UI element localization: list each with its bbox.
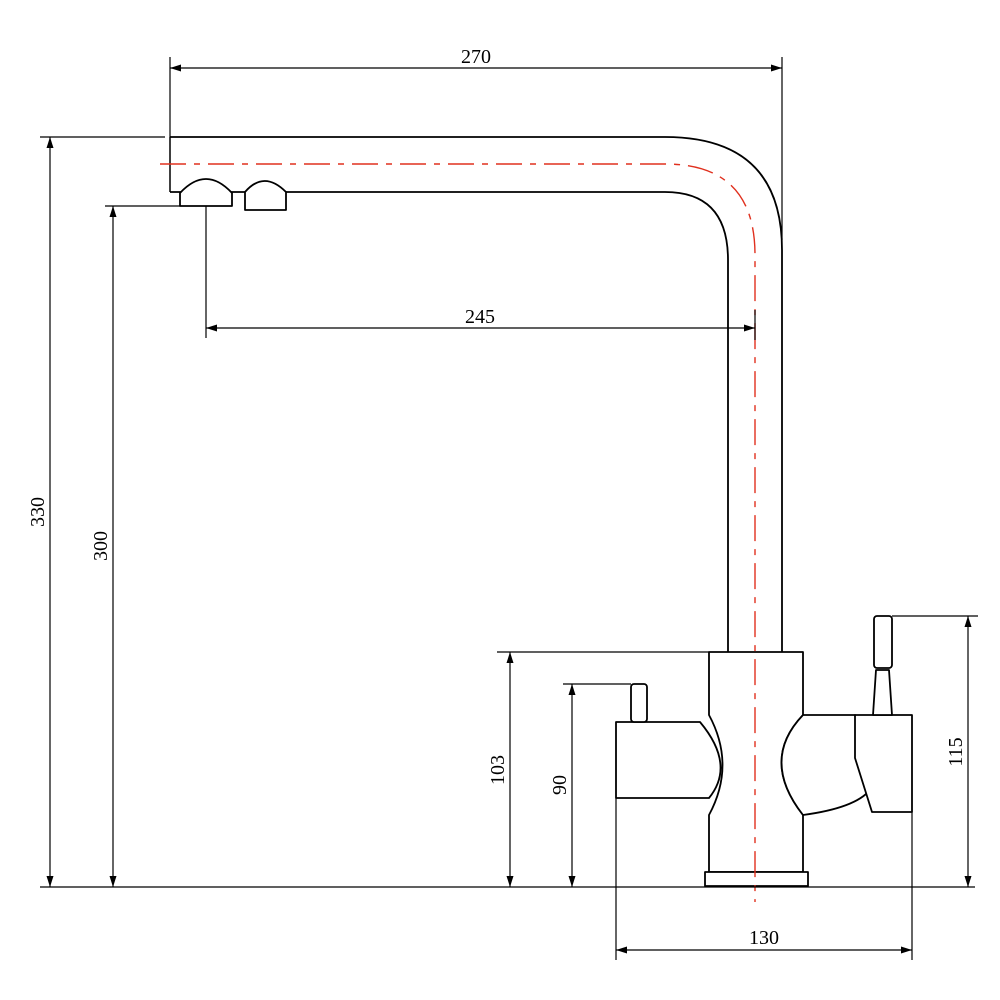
dimension-lines — [46, 64, 972, 954]
faucet-outline — [169, 136, 913, 887]
dim-label-right-handle-height: 115 — [945, 737, 967, 766]
left-handle-block — [615, 721, 722, 799]
dim-label-base-width: 130 — [749, 927, 779, 949]
dim-label-body-height: 103 — [487, 755, 509, 785]
dim-label-overall-width: 270 — [461, 46, 491, 68]
aerator-outlet-left — [179, 178, 233, 207]
right-handle-block — [854, 714, 913, 813]
left-handle-lever — [630, 683, 648, 723]
dim-label-spout-height: 300 — [90, 531, 112, 561]
centerline — [160, 163, 756, 902]
base-plate — [704, 871, 809, 887]
right-handle-connector — [780, 714, 871, 816]
dim-label-overall-height: 330 — [27, 497, 49, 527]
aerator-outlet-right — [244, 180, 287, 211]
spout-inner-contour — [170, 191, 729, 652]
dim-label-spout-reach: 245 — [465, 306, 495, 328]
right-handle-lever — [873, 615, 893, 669]
dim-label-left-handle-height: 90 — [549, 775, 571, 795]
right-handle-stem — [872, 669, 893, 716]
dimension-labels: 270 245 330 300 103 90 115 130 — [27, 46, 967, 949]
